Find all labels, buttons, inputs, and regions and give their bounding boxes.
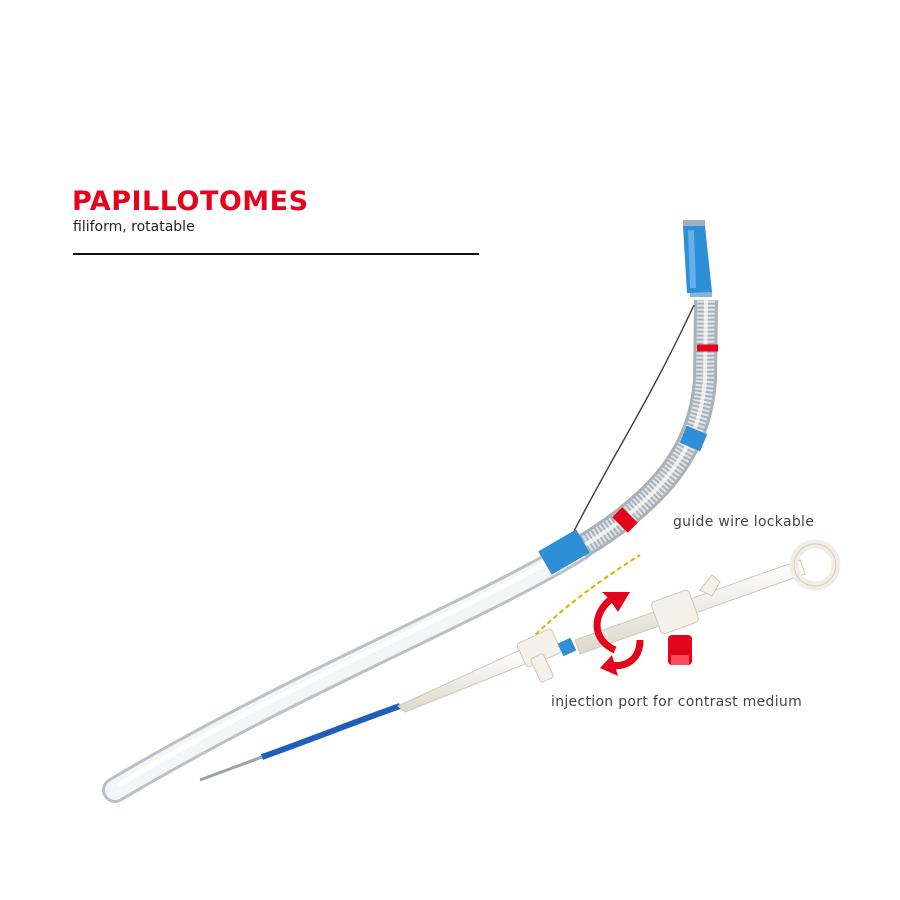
injection-port: [668, 635, 692, 665]
page-subtitle: filiform, rotatable: [73, 219, 195, 235]
inner-catheter: [199, 703, 401, 782]
guide-wire: [529, 554, 641, 641]
callout-injection-port: injection port for contrast medium: [551, 694, 803, 710]
handle: [397, 539, 841, 713]
distal-tip: [683, 220, 712, 293]
title-divider: [73, 253, 479, 255]
marker-bands: [538, 291, 718, 575]
bending-section: [573, 299, 718, 559]
page-title: PAPILLOTOMES: [72, 186, 309, 217]
cutting-wire: [571, 304, 695, 536]
callout-guide-wire: guide wire lockable: [673, 514, 815, 530]
rotation-arrow-icon: [593, 592, 644, 676]
catheter-tube: [102, 535, 593, 803]
